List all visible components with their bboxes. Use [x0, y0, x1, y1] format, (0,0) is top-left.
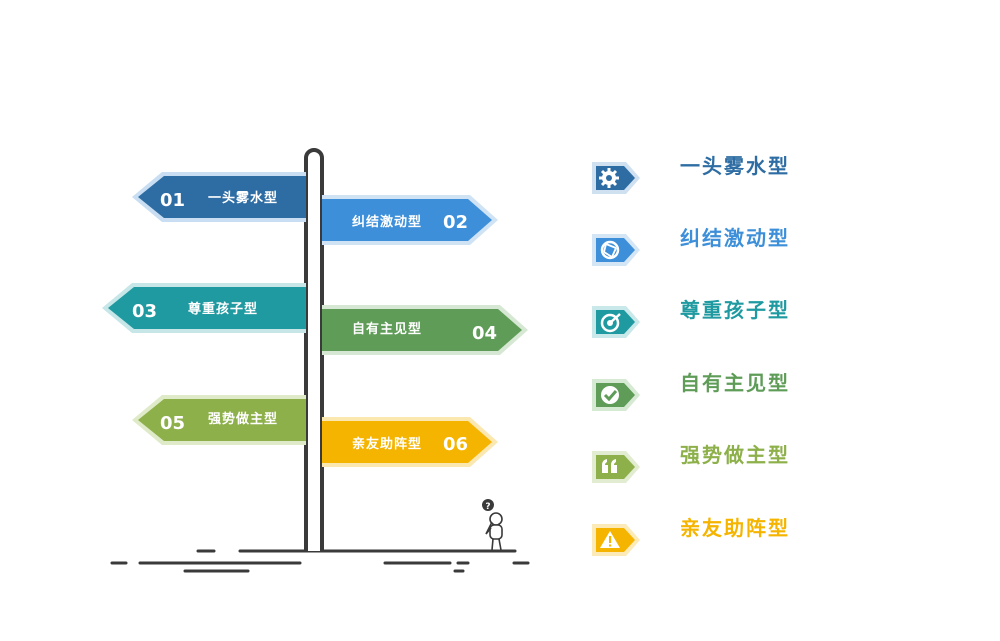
sign-number: 04 — [472, 323, 497, 344]
sign-number: 06 — [443, 434, 468, 455]
warning-icon — [592, 524, 640, 556]
legend-label-1: 一头雾水型 — [680, 154, 790, 178]
legend-label-2: 纠结激动型 — [680, 226, 790, 250]
thinking-figure: ? — [482, 499, 503, 551]
sign-label: 强势做主型 — [208, 411, 278, 427]
sign-label: 尊重孩子型 — [188, 301, 258, 317]
legend-label-4: 自有主见型 — [680, 371, 790, 395]
sign-06: 亲友助阵型 06 — [322, 417, 498, 467]
sign-label: 纠结激动型 — [352, 214, 422, 230]
aperture-icon — [592, 234, 640, 266]
sign-label: 自有主见型 — [352, 321, 422, 337]
sign-02: 纠结激动型 02 — [322, 195, 498, 245]
target-icon — [592, 306, 640, 338]
sign-number: 03 — [132, 301, 157, 322]
gear-icon — [592, 162, 640, 194]
ground-lines — [110, 549, 530, 573]
signpost-pole — [304, 148, 324, 551]
sign-label: 亲友助阵型 — [352, 436, 422, 452]
question-mark-icon: ? — [485, 502, 490, 512]
legend-label-5: 强势做主型 — [680, 443, 790, 467]
sign-number: 02 — [443, 212, 468, 233]
checkmark-icon — [592, 379, 640, 411]
sign-number: 05 — [160, 413, 185, 434]
sign-05: 05 强势做主型 — [132, 395, 306, 445]
sign-03: 03 尊重孩子型 — [102, 283, 306, 333]
legend-label-6: 亲友助阵型 — [680, 516, 790, 540]
sign-label: 一头雾水型 — [208, 190, 278, 206]
sign-04: 自有主见型 04 — [322, 305, 528, 355]
sign-01: 01 一头雾水型 — [132, 172, 306, 222]
quote-icon — [592, 451, 640, 483]
legend-label-3: 尊重孩子型 — [680, 298, 790, 322]
sign-number: 01 — [160, 190, 185, 211]
